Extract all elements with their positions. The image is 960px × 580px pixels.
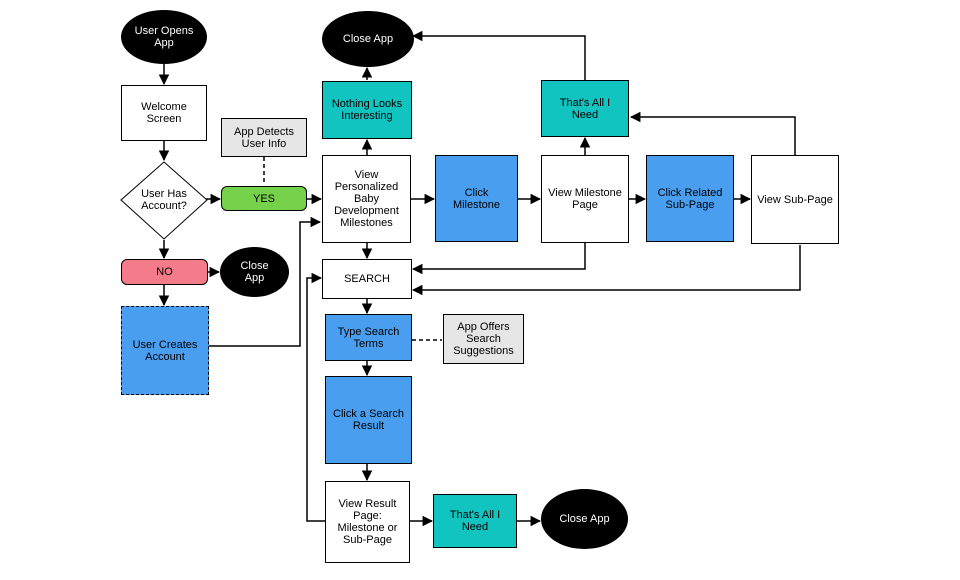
click-related-sub-page-box: Click Related Sub-Page [646, 155, 734, 242]
click-a-search-result-box: Click a Search Result [325, 376, 412, 464]
no-branch: NO [121, 259, 208, 285]
thats-all-i-need-top-box: That's All I Need [541, 80, 629, 137]
user-opens-app-terminal: User Opens App [121, 10, 207, 64]
search-box: SEARCH [322, 259, 412, 299]
view-milestone-page-box: View Milestone Page [541, 155, 629, 243]
user-has-account-label: User Has Account? [141, 188, 187, 212]
arrow-create-to-view [209, 216, 322, 347]
view-sub-page-box: View Sub-Page [751, 155, 839, 244]
arrow-sub-page-to-search [411, 245, 801, 296]
app-detects-user-info-note: App Detects User Info [221, 118, 307, 157]
close-app-bottom-terminal: Close App [541, 489, 628, 549]
click-milestone-box: Click Milestone [435, 155, 518, 242]
view-personalized-milestones-box: View Personalized Baby Development Miles… [322, 155, 411, 243]
yes-branch: YES [221, 186, 307, 211]
nothing-looks-interesting-box: Nothing Looks Interesting [322, 81, 412, 139]
arrow-view-page-to-search [411, 243, 586, 275]
close-app-left-terminal: Close App [220, 247, 289, 297]
thats-all-i-need-bottom-box: That's All I Need [433, 494, 517, 548]
app-offers-search-suggestions-note: App Offers Search Suggestions [443, 314, 524, 364]
arrow-sub-page-to-thats-all [629, 111, 796, 155]
close-app-top-terminal: Close App [322, 11, 414, 67]
arrow-view-result-to-search [306, 272, 325, 522]
user-creates-account-box: User Creates Account [121, 306, 209, 395]
view-result-page-box: View Result Page: Milestone or Sub-Page [325, 481, 410, 563]
user-has-account-diamond [120, 161, 208, 240]
type-search-terms-box: Type Search Terms [325, 314, 412, 361]
welcome-screen-box: Welcome Screen [121, 85, 207, 141]
arrow-thats-all-to-close [411, 30, 586, 80]
